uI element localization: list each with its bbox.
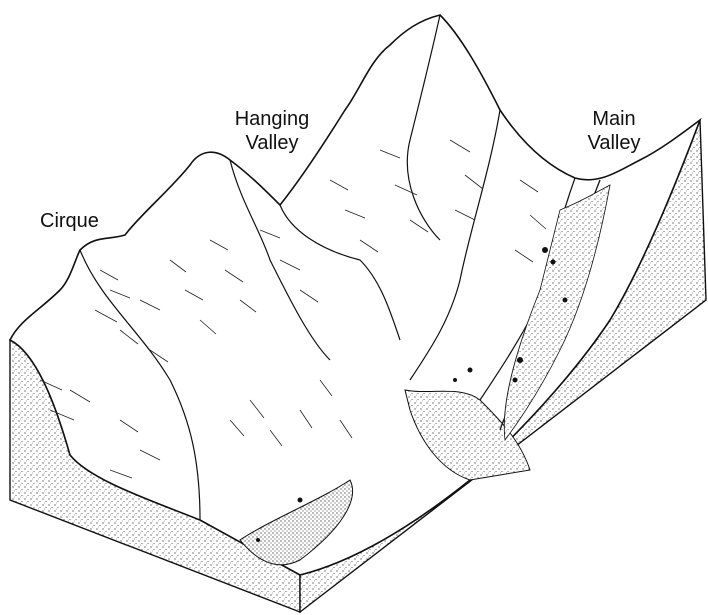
hanging-valley-label-line2: Valley xyxy=(224,131,320,155)
hanging-valley-label-line1: Hanging xyxy=(224,107,320,131)
hanging-valley-label: Hanging Valley xyxy=(224,107,320,155)
cirque-label: Cirque xyxy=(40,209,99,233)
main-valley-label-line1: Main xyxy=(578,107,650,131)
main-valley-label-line2: Valley xyxy=(578,131,650,155)
main-valley-label: Main Valley xyxy=(578,107,650,155)
